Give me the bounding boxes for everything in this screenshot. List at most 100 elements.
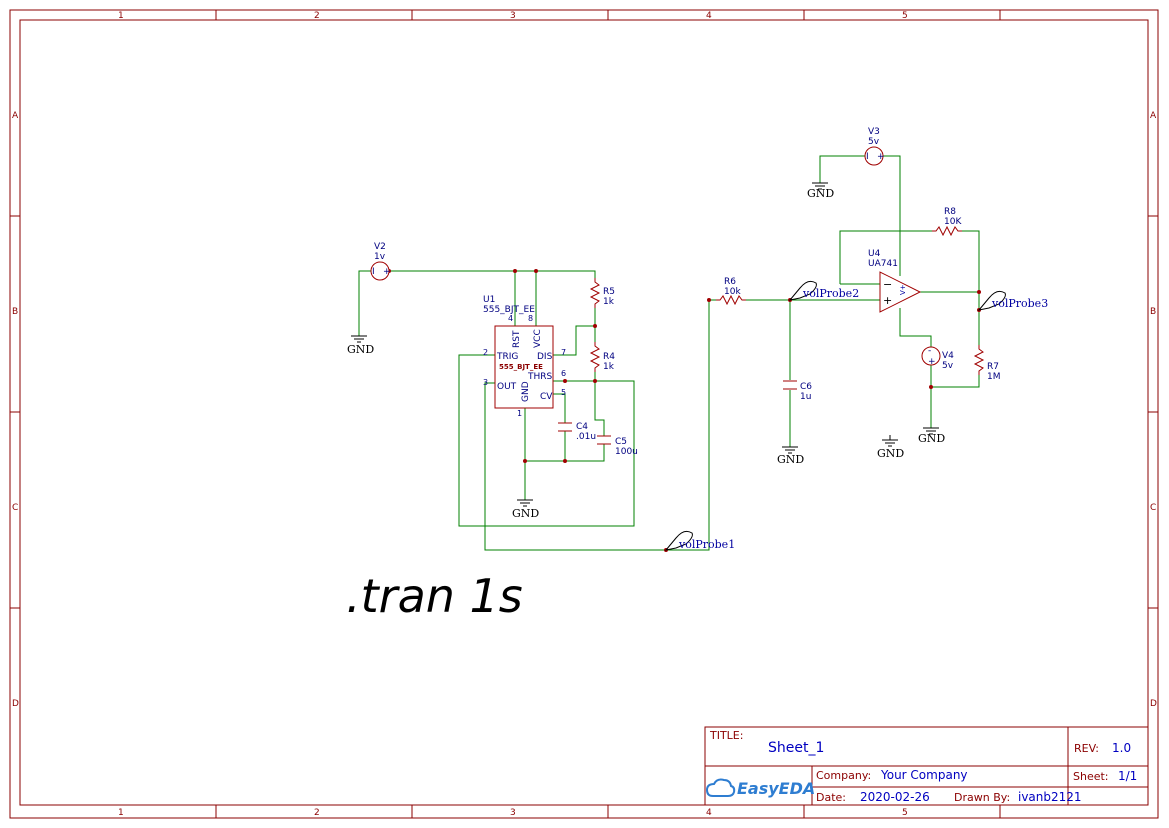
svg-text:I: I: [866, 152, 869, 162]
row-label-d: D: [12, 699, 19, 709]
gnd-label-3: GND: [777, 453, 804, 466]
v3-value: 5v: [868, 137, 880, 147]
r5-ref: R5: [603, 287, 615, 297]
svg-text:V+: V+: [899, 284, 907, 295]
u1-chip-label: 555_BJT_EE: [499, 363, 543, 371]
r4-value: 1k: [603, 362, 615, 372]
u1-pin-vcc: VCC: [533, 329, 543, 348]
spice-directive[interactable]: .tran 1s: [346, 569, 523, 623]
r8-value: 10K: [944, 217, 962, 227]
easyeda-logo: EasyEDA: [705, 778, 815, 798]
gnd-label-1: GND: [347, 343, 374, 356]
gnd-label-5: GND: [877, 447, 904, 460]
col-label-5: 5: [902, 11, 908, 21]
u1-pin-dis: DIS: [537, 352, 553, 362]
svg-text:+: +: [883, 294, 892, 307]
r7-ref: R7: [987, 362, 999, 372]
col-label-1: 1: [118, 11, 124, 21]
gnd-label-6: GND: [918, 432, 945, 445]
r5-value: 1k: [603, 297, 615, 307]
voltage-probe-2[interactable]: volProbe2: [788, 280, 859, 301]
r4-ref: R4: [603, 352, 615, 362]
u1-pin-trig: TRIG: [496, 352, 518, 362]
voltage-probe-1[interactable]: volProbe1: [664, 530, 735, 551]
ground-symbol-free: GND: [877, 435, 904, 460]
voltage-probe-3[interactable]: volProbe3: [977, 290, 1048, 311]
title-block: TITLE: Sheet_1 REV: 1.0 Company: Your Co…: [704, 726, 1149, 806]
drawn-by-label: Drawn By:: [954, 791, 1010, 804]
col-label-2: 2: [314, 11, 320, 21]
u1-pin-rst: RST: [512, 330, 522, 348]
resistor-r4[interactable]: R4 1k: [589, 342, 615, 372]
r6-value: 10k: [724, 287, 741, 297]
resistor-r8[interactable]: R8 10K: [932, 207, 962, 237]
resistor-r7[interactable]: R7 1M: [973, 345, 1001, 382]
junctions: [387, 269, 981, 552]
source-v2[interactable]: I + V2 1v: [370, 242, 391, 281]
capacitor-c6[interactable]: C6 1u: [783, 380, 812, 402]
sheet-frame: [9, 9, 1159, 819]
c4-ref: C4: [576, 422, 588, 432]
ground-symbol-v2: GND: [347, 335, 374, 356]
u4-ref: U4: [868, 249, 881, 259]
row-label-a-right: A: [1150, 111, 1157, 121]
c5-value: 100u: [615, 447, 638, 457]
u1-pin1-num: 1: [517, 409, 522, 418]
ic-u1-555-timer[interactable]: U1 555_BJT_EE 555_BJT_EE TRIG OUT DIS TH…: [483, 295, 566, 418]
gnd-label-2: GND: [512, 507, 539, 520]
v4-ref: V4: [942, 351, 954, 361]
u1-pin-gnd: GND: [521, 381, 531, 402]
source-v4[interactable]: - + V4 5v: [921, 346, 954, 371]
svg-text:I: I: [372, 267, 375, 277]
capacitor-c5[interactable]: C5 100u: [597, 435, 638, 457]
u1-pin-out: OUT: [497, 382, 517, 392]
row-label-a: A: [12, 111, 19, 121]
v4-value: 5v: [942, 361, 954, 371]
ground-symbol-v3: GND: [807, 182, 834, 200]
opamp-u4[interactable]: − + V+ U4 UA741: [868, 249, 922, 313]
probe3-label: volProbe3: [991, 297, 1048, 310]
title-label: TITLE:: [709, 729, 743, 742]
ground-symbol-v4: GND: [918, 427, 945, 445]
company-value: Your Company: [880, 768, 968, 782]
rev-label: REV:: [1074, 742, 1099, 755]
svg-text:+: +: [383, 267, 391, 277]
c6-value: 1u: [800, 392, 811, 402]
col-label-3: 3: [510, 11, 516, 21]
v2-value: 1v: [374, 252, 386, 262]
resistor-r5[interactable]: R5 1k: [589, 278, 615, 308]
u1-pin5-num: 5: [561, 388, 566, 397]
svg-text:+: +: [877, 152, 885, 162]
col-label-3-bottom: 3: [510, 808, 516, 818]
date-label: Date:: [816, 791, 846, 804]
source-v3[interactable]: I + V3 5v: [864, 127, 885, 166]
row-label-b: B: [12, 307, 18, 317]
r8-ref: R8: [944, 207, 956, 217]
u1-pin-cv: CV: [540, 392, 553, 402]
u1-value: 555_BJT_EE: [483, 305, 535, 315]
col-label-2-bottom: 2: [314, 808, 320, 818]
v2-ref: V2: [374, 242, 386, 252]
r6-ref: R6: [724, 277, 736, 287]
sheet-label: Sheet:: [1073, 770, 1109, 783]
wires: [358, 155, 980, 551]
resistor-r6[interactable]: R6 10k: [716, 277, 746, 306]
logo-text: EasyEDA: [737, 779, 815, 798]
u1-pin8-num: 8: [528, 314, 533, 323]
col-label-5-bottom: 5: [902, 808, 908, 818]
frame-labels: 1 2 3 4 5 1 2 3 4 5 A B C D A B C D: [12, 11, 1157, 818]
row-label-b-right: B: [1150, 307, 1156, 317]
col-label-1-bottom: 1: [118, 808, 124, 818]
company-label: Company:: [816, 769, 871, 782]
col-label-4: 4: [706, 11, 712, 21]
svg-text:−: −: [883, 278, 892, 291]
sheet-title: Sheet_1: [768, 740, 824, 756]
gnd-label-4: GND: [807, 187, 834, 200]
row-label-d-right: D: [1150, 699, 1157, 709]
drawn-by-value: ivanb2121: [1018, 790, 1082, 804]
c6-ref: C6: [800, 382, 812, 392]
capacitor-c4[interactable]: C4 .01u: [558, 422, 596, 442]
date-value: 2020-02-26: [860, 790, 930, 804]
u1-ref: U1: [483, 295, 495, 305]
